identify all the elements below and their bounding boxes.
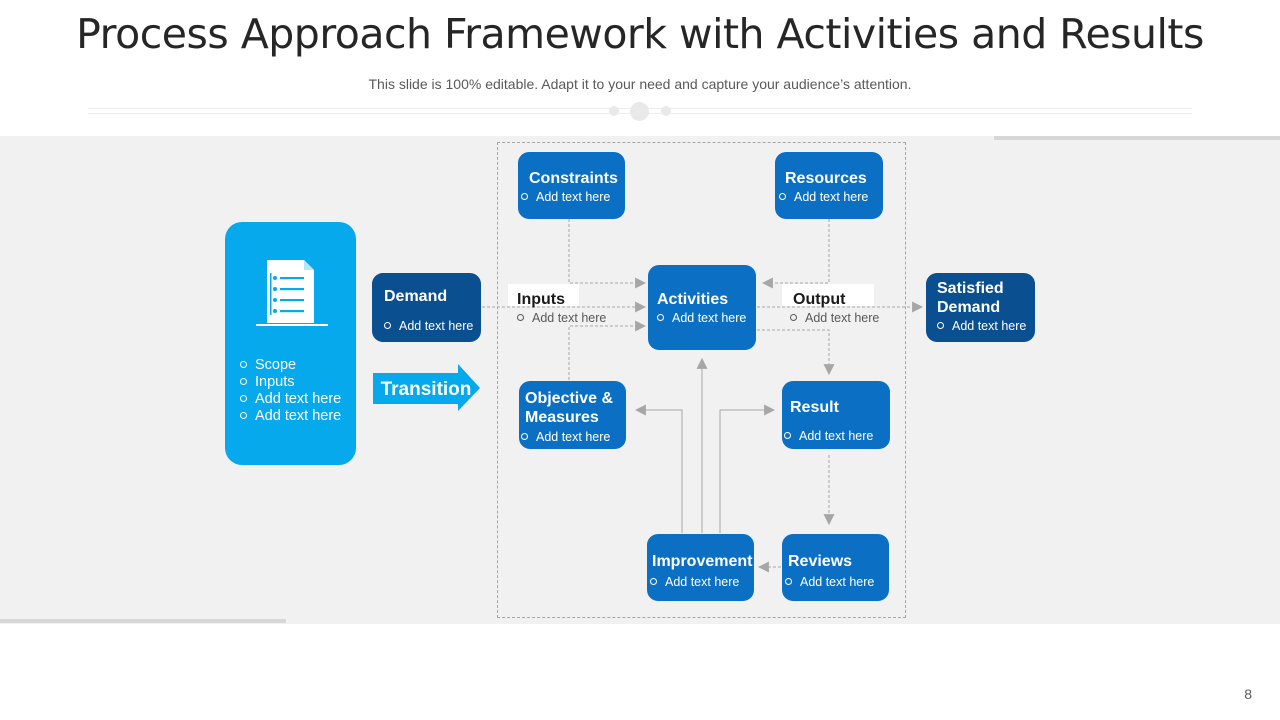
node-title: Resources	[785, 170, 867, 187]
node-reviews: Reviews Add text here	[782, 534, 889, 601]
node-text: Add text here	[521, 190, 610, 204]
label-inputs-text: Add text here	[517, 311, 606, 325]
divider-dot-right	[661, 106, 671, 116]
list-item: Add text here	[240, 408, 341, 425]
node-title: Improvement	[652, 553, 753, 570]
divider-dot-left	[609, 106, 619, 116]
transition-label: Transition	[381, 379, 472, 400]
node-result: Result Add text here	[782, 381, 890, 449]
node-title: Objective & Measures	[525, 390, 614, 426]
process-boundary-frame	[497, 142, 906, 618]
label-title: Inputs	[517, 291, 565, 308]
arrow-improvement-to-result	[719, 404, 776, 533]
label-output-text: Add text here	[790, 311, 879, 325]
node-activities: Activities Add text here	[648, 265, 756, 350]
accent-bar-bottom-left	[0, 619, 286, 623]
arrow-resources-to-activities	[761, 219, 830, 289]
node-text: Add text here	[657, 311, 746, 325]
scope-panel: Scope Inputs Add text here Add text here	[225, 222, 356, 465]
node-text: Add text here	[650, 575, 739, 589]
node-title: Constraints	[529, 170, 618, 187]
list-item: Scope	[240, 357, 341, 374]
arrow-constraints-to-activities	[568, 219, 647, 289]
node-text: Add text here	[784, 429, 873, 443]
accent-bar-top-right	[994, 136, 1280, 140]
node-text: Add text here	[785, 575, 874, 589]
node-improvement: Improvement Add text here	[647, 534, 754, 601]
label-output: Output	[782, 284, 874, 308]
page-number: 8	[1244, 686, 1252, 702]
node-title: Demand	[384, 288, 448, 305]
arrow-improvement-to-objective	[634, 404, 683, 533]
node-text: Add text here	[779, 190, 868, 204]
divider-dot-center	[630, 102, 649, 121]
label-title: Output	[793, 291, 846, 308]
node-constraints: Constraints Add text here	[518, 152, 625, 219]
node-demand: Demand Add text here	[372, 273, 481, 342]
list-item: Inputs	[240, 374, 341, 391]
node-title: Result	[790, 399, 839, 416]
page-subtitle: This slide is 100% editable. Adapt it to…	[368, 76, 912, 92]
node-resources: Resources Add text here	[775, 152, 883, 219]
label-inputs: Inputs	[508, 284, 579, 308]
node-text: Add text here	[384, 319, 473, 333]
node-satisfied-demand: Satisfied Demand Add text here	[926, 273, 1035, 342]
node-title: Activities	[657, 291, 729, 308]
arrow-objective-to-activities	[568, 320, 647, 380]
node-title: Reviews	[788, 553, 853, 570]
list-item: Add text here	[240, 391, 341, 408]
node-text: Add text here	[937, 319, 1026, 333]
node-text: Add text here	[521, 430, 610, 444]
page-title: Process Approach Framework with Activiti…	[76, 10, 1204, 58]
node-objective-measures: Objective & Measures Add text here	[519, 381, 626, 449]
node-title: Satisfied Demand	[937, 280, 1004, 316]
transition-arrow-shape	[373, 364, 480, 411]
background-band	[0, 136, 1280, 624]
arrow-activities-to-result	[757, 329, 835, 376]
scope-list: Scope Inputs Add text here Add text here	[240, 357, 341, 425]
transition-arrow: Transition	[373, 364, 480, 411]
document-list-icon	[256, 260, 328, 326]
